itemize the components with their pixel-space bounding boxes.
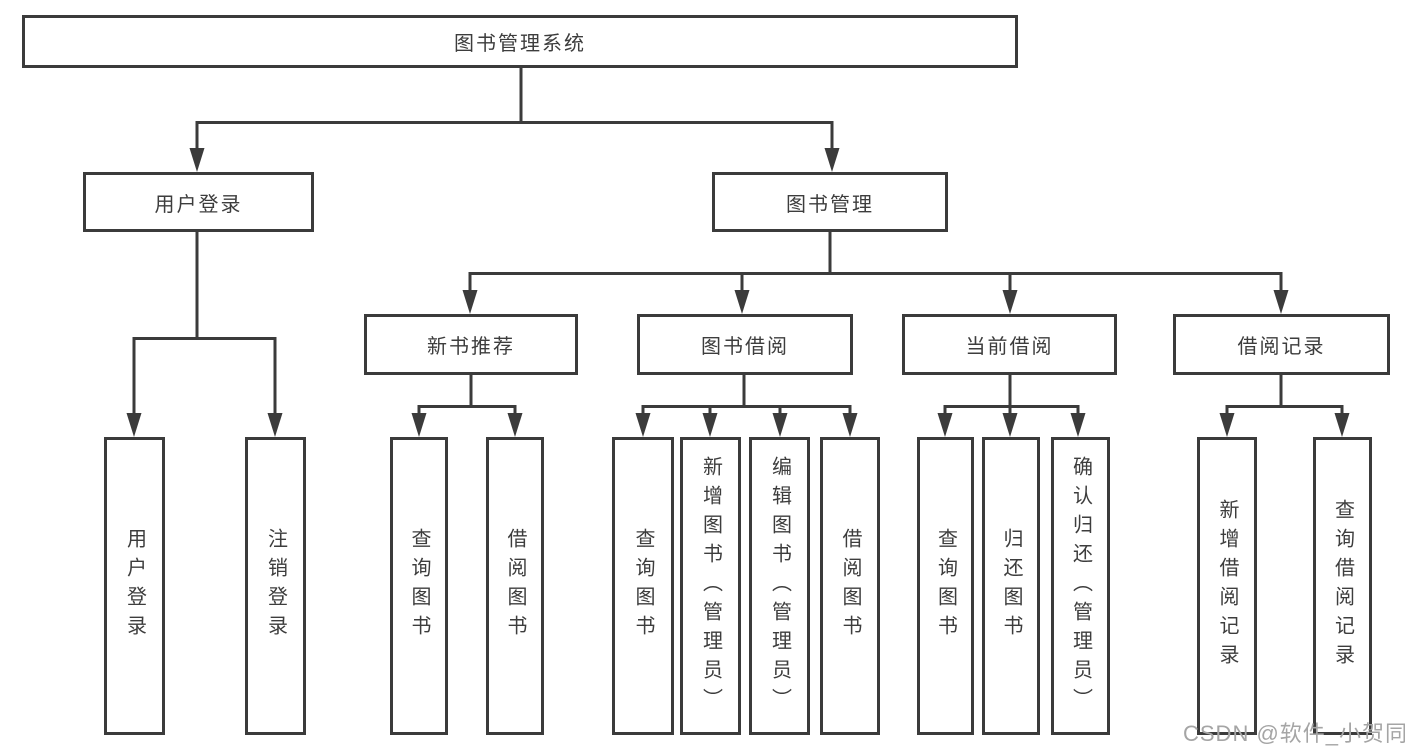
leaf-label: 新增图书（管理员） xyxy=(699,455,722,717)
node-new-book-recommend: 新书推荐 xyxy=(364,314,578,375)
leaf-records-add-record: 新增借阅记录 xyxy=(1197,437,1257,735)
leaf-borrowing-add-books-admin: 新增图书（管理员） xyxy=(680,437,741,735)
connector-userlogin-bar xyxy=(132,337,277,415)
leaf-records-query-record: 查询借阅记录 xyxy=(1313,437,1372,735)
leaf-label: 确认归还（管理员） xyxy=(1069,455,1092,717)
csdn-watermark: CSDN @软件_小贺同学 xyxy=(1183,721,1405,746)
leaf-label: 查询图书 xyxy=(408,528,430,644)
connector-borrow-bar xyxy=(641,405,852,416)
connector-newbook-bar xyxy=(417,405,517,416)
leaf-label: 借阅图书 xyxy=(839,528,861,644)
node-label: 图书管理系统 xyxy=(454,33,586,55)
leaf-newbook-query-books: 查询图书 xyxy=(390,437,448,735)
node-current-borrowing: 当前借阅 xyxy=(902,314,1117,375)
leaf-label: 用户登录 xyxy=(123,528,146,644)
node-borrowing-records: 借阅记录 xyxy=(1173,314,1390,375)
connector-root-bar xyxy=(195,121,834,150)
node-label: 新书推荐 xyxy=(427,336,515,358)
leaf-newbook-borrow-books: 借阅图书 xyxy=(486,437,544,735)
leaf-label: 新增借阅记录 xyxy=(1216,499,1238,673)
leaf-user-login: 用户登录 xyxy=(104,437,165,735)
node-user-login: 用户登录 xyxy=(83,172,314,232)
leaf-borrowing-edit-books-admin: 编辑图书（管理员） xyxy=(749,437,810,735)
node-label: 借阅记录 xyxy=(1237,336,1326,358)
leaf-logout: 注销登录 xyxy=(245,437,306,735)
node-label: 当前借阅 xyxy=(965,336,1054,358)
connector-record-bar xyxy=(1225,405,1344,416)
node-book-borrowing: 图书借阅 xyxy=(637,314,853,375)
node-system-root: 图书管理系统 xyxy=(22,15,1018,68)
connector-bookmgmt-bar xyxy=(468,272,1283,292)
node-label: 图书借阅 xyxy=(701,336,789,358)
arrowheads xyxy=(126,148,1350,437)
leaf-label: 查询图书 xyxy=(934,528,957,644)
leaf-current-confirm-return-admin: 确认归还（管理员） xyxy=(1051,437,1110,735)
leaf-label: 编辑图书（管理员） xyxy=(768,455,791,717)
leaf-current-return-books: 归还图书 xyxy=(982,437,1040,735)
leaf-label: 归还图书 xyxy=(1000,528,1022,644)
leaf-label: 查询图书 xyxy=(632,528,654,644)
leaf-borrowing-query-books: 查询图书 xyxy=(612,437,674,735)
node-book-management: 图书管理 xyxy=(712,172,948,232)
leaf-current-query-books: 查询图书 xyxy=(917,437,974,735)
leaf-label: 注销登录 xyxy=(264,528,287,644)
node-label: 用户登录 xyxy=(154,193,243,216)
leaf-label: 借阅图书 xyxy=(504,528,526,644)
node-label: 图书管理 xyxy=(786,193,874,216)
leaf-label: 查询借阅记录 xyxy=(1331,499,1354,673)
leaf-borrowing-borrow-books: 借阅图书 xyxy=(820,437,880,735)
